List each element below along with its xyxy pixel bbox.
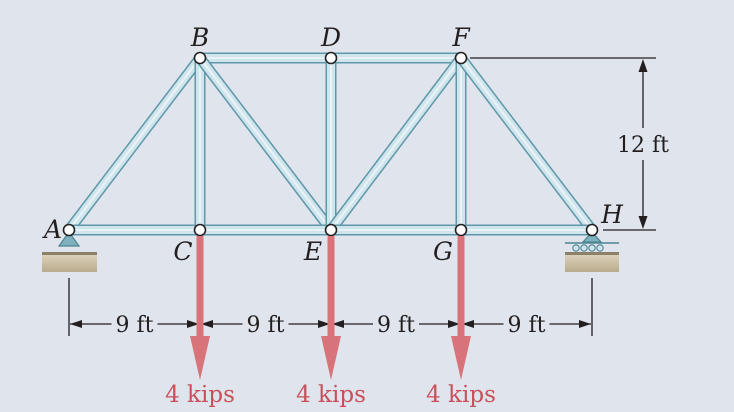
- load-arrows: 4 kips 4 kips 4 kips: [165, 236, 496, 408]
- span-labels: 9 ft 9 ft 9 ft 9 ft: [116, 313, 546, 338]
- height-label: 12 ft: [617, 133, 669, 158]
- member-BE: [195, 54, 336, 234]
- load-label-C: 4 kips: [165, 382, 235, 408]
- pin-support-A: [42, 230, 97, 272]
- member-EF: [326, 54, 466, 234]
- joint-H: [585, 223, 599, 237]
- load-arrow-G: [451, 236, 471, 380]
- load-label-E: 4 kips: [296, 382, 366, 408]
- span-label: 9 ft: [247, 313, 285, 338]
- member-FH: [456, 54, 597, 234]
- span-dimension: [68, 278, 593, 336]
- span-label: 9 ft: [116, 313, 154, 338]
- node-label-B: B: [190, 23, 209, 52]
- truss-members: [64, 52, 597, 236]
- joint-E: [324, 223, 338, 237]
- span-label: 9 ft: [377, 313, 415, 338]
- node-label-A: A: [42, 215, 62, 244]
- node-label-E: E: [303, 237, 322, 266]
- truss-joints: A B C D E F G H: [42, 23, 624, 266]
- joint-A: [62, 223, 76, 237]
- node-label-C: C: [173, 237, 192, 266]
- load-arrow-C: [190, 236, 210, 380]
- member-AB: [64, 54, 205, 234]
- joint-G: [454, 223, 468, 237]
- node-label-G: G: [433, 237, 453, 266]
- node-label-F: F: [451, 23, 471, 52]
- joint-F: [454, 51, 468, 65]
- span-label: 9 ft: [508, 313, 546, 338]
- roller-support-H: [565, 231, 619, 272]
- joint-B: [193, 51, 207, 65]
- node-label-H: H: [600, 200, 624, 229]
- load-label-G: 4 kips: [426, 382, 496, 408]
- joint-D: [324, 51, 338, 65]
- height-dimension: [470, 57, 656, 231]
- joint-C: [193, 223, 207, 237]
- load-arrow-E: [321, 236, 341, 380]
- node-label-D: D: [320, 23, 341, 52]
